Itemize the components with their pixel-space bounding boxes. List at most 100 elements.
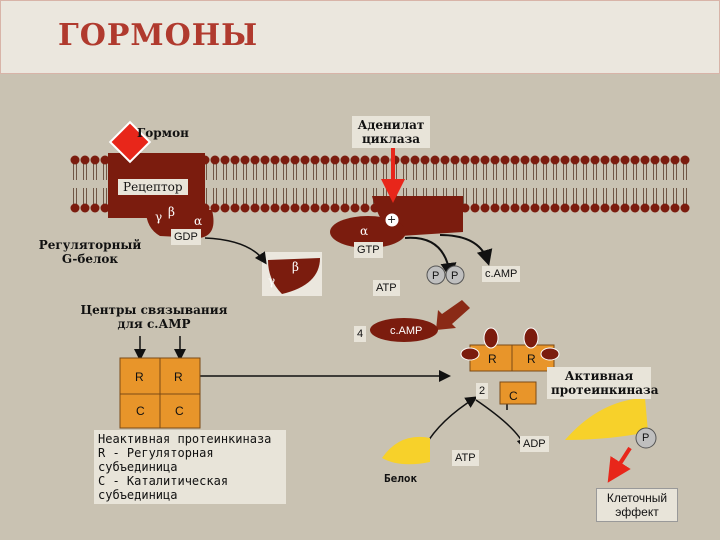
lipid-head (300, 155, 310, 165)
camp-label-1: c.AMP (482, 266, 521, 282)
lipid-head (300, 203, 310, 213)
lipid-head (370, 155, 380, 165)
lipid-head (70, 155, 80, 165)
lipid-head (610, 203, 620, 213)
plus-label: + (387, 213, 397, 226)
lipid-head (100, 203, 110, 213)
lipid-head (570, 155, 580, 165)
atp-label-1: ATP (373, 280, 400, 296)
lipid-head (640, 203, 650, 213)
lipid-head (100, 155, 110, 165)
lipid-head (590, 203, 600, 213)
lipid-head (70, 203, 80, 213)
lipid-head (350, 155, 360, 165)
lipid-head (660, 155, 670, 165)
lipid-head (270, 203, 280, 213)
lipid-head (410, 155, 420, 165)
atp-label-2: ATP (452, 450, 479, 466)
lipid-head (230, 155, 240, 165)
lipid-head (290, 203, 300, 213)
lipid-head (220, 155, 230, 165)
lipid-head (680, 203, 690, 213)
lipid-head (440, 155, 450, 165)
beta-label-2: β (292, 260, 299, 274)
lipid-head (240, 203, 250, 213)
lipid-head (540, 203, 550, 213)
number-two-label: 2 (476, 383, 489, 399)
lipid-head (550, 203, 560, 213)
lipid-head (420, 155, 430, 165)
lipid-head (600, 203, 610, 213)
title-band (0, 0, 720, 74)
lipid-head (620, 203, 630, 213)
lipid-head (320, 155, 330, 165)
lipid-head (620, 155, 630, 165)
lipid-head (280, 203, 290, 213)
effect-red-arrow (607, 446, 632, 483)
lipid-head (500, 203, 510, 213)
arrow-adp (475, 399, 529, 451)
lipid-head (520, 155, 530, 165)
big-brown-arrow (436, 300, 470, 330)
camp-bound-3 (460, 347, 480, 361)
lipid-head (360, 155, 370, 165)
lipid-head (330, 155, 340, 165)
beta-gamma-subunit (268, 258, 320, 294)
phosphate-circle-1 (426, 265, 446, 285)
lipid-head (460, 155, 470, 165)
lipid-head (310, 203, 320, 213)
lipid-head (480, 155, 490, 165)
p-label-3: P (642, 432, 650, 444)
lipid-head (90, 203, 100, 213)
adp-label: ADP (520, 436, 549, 452)
lipid-head (630, 203, 640, 213)
cell-effect-label: Клеточный эффект (596, 488, 678, 522)
lipid-head (230, 203, 240, 213)
arrow-camp-cascade (439, 234, 493, 266)
lipid-head (280, 155, 290, 165)
inactive-kinase-c1 (119, 393, 161, 429)
lipid-head (650, 155, 660, 165)
lipid-head (400, 155, 410, 165)
lipid-head (310, 155, 320, 165)
camp-sites-label: Центры связывания для с.АМР (80, 303, 228, 331)
lipid-head (380, 155, 390, 165)
lipid-head (290, 155, 300, 165)
lipid-head (80, 155, 90, 165)
lipid-head (490, 203, 500, 213)
lipid-head (210, 203, 220, 213)
lipid-head (560, 203, 570, 213)
lipid-head (540, 155, 550, 165)
lipid-head (450, 155, 460, 165)
gtp-label: GTP (354, 242, 383, 258)
p-label-2: P (451, 270, 459, 282)
lipid-head (580, 155, 590, 165)
lipid-head (260, 203, 270, 213)
c-label-2: C (175, 404, 184, 418)
lipid-head (350, 203, 360, 213)
lipid-head (90, 155, 100, 165)
c-label-1: C (136, 404, 145, 418)
lipid-head (510, 203, 520, 213)
c-label-3: C (509, 389, 518, 403)
lipid-head (270, 155, 280, 165)
lipid-head (670, 155, 680, 165)
lipid-head (550, 155, 560, 165)
phosphorylated-protein (565, 398, 648, 440)
lipid-head (640, 155, 650, 165)
active-kinase-c (499, 381, 537, 405)
lipid-head (340, 155, 350, 165)
p-label-1: P (432, 270, 440, 282)
number-four-label: 4 (354, 326, 367, 342)
lipid-head (570, 203, 580, 213)
alpha-label-1: α (194, 214, 203, 228)
gamma-label-1: γ (155, 210, 163, 224)
lipid-head (670, 203, 680, 213)
lipid-head (660, 203, 670, 213)
lipid-head (490, 155, 500, 165)
lipid-head (500, 155, 510, 165)
inactive-kinase-r1 (119, 357, 161, 395)
gamma-label-2: γ (268, 274, 276, 288)
lipid-head (210, 155, 220, 165)
